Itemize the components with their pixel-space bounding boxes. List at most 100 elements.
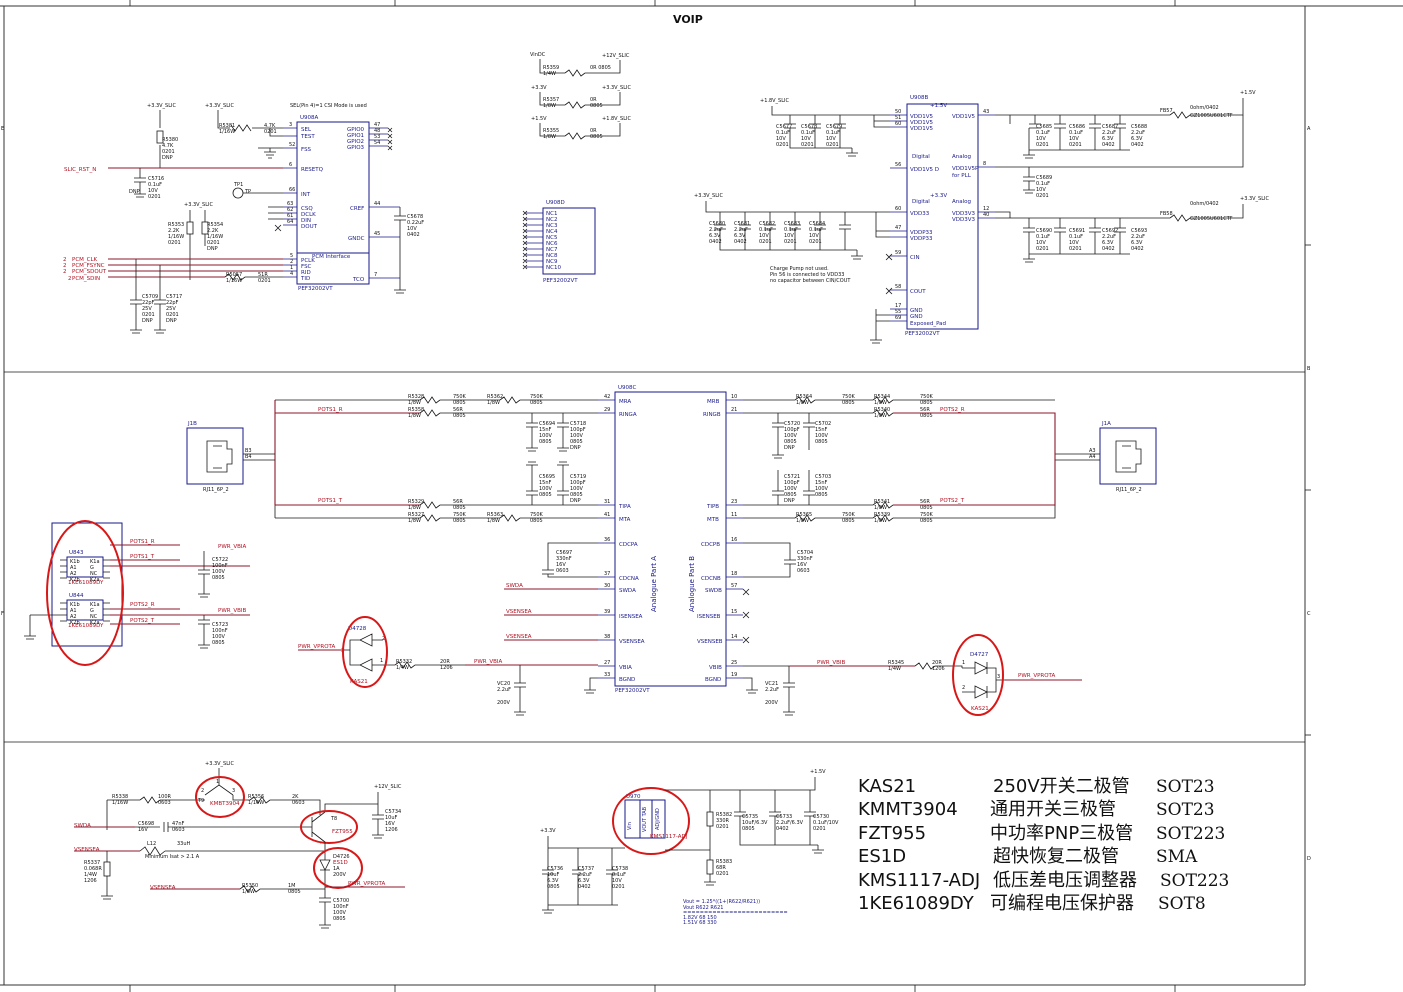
svg-text:10: 10	[731, 394, 737, 400]
svg-text:+3.3V_SLIC: +3.3V_SLIC	[184, 202, 213, 208]
svg-text:25V: 25V	[166, 306, 176, 312]
svg-text:G: G	[90, 608, 94, 614]
svg-text:29: 29	[604, 407, 610, 413]
svg-text:ADJ/GND: ADJ/GND	[655, 808, 661, 830]
svg-text:15nF: 15nF	[815, 480, 828, 486]
svg-text:750K: 750K	[920, 512, 934, 518]
svg-text:C5688: C5688	[1131, 124, 1147, 130]
svg-text:E: E	[1, 126, 4, 132]
svg-text:17: 17	[895, 303, 901, 309]
kas21-right: D4727 KAS21 123 PWR_VPROTA R53451/4W20R1…	[743, 634, 1082, 716]
svg-text:0201: 0201	[1036, 193, 1049, 199]
svg-text:+1.5V: +1.5V	[930, 103, 947, 109]
highlight-circle-kas21-right	[952, 634, 1004, 716]
svg-text:+1.5V: +1.5V	[531, 116, 547, 122]
svg-text:ES1D: ES1D	[333, 860, 348, 866]
svg-text:1/4W: 1/4W	[84, 872, 97, 878]
u908a-pin-fsc: FSC	[301, 264, 312, 270]
svg-text:Minimum Isat > 2.1 A: Minimum Isat > 2.1 A	[145, 854, 200, 860]
svg-text:R5382: R5382	[716, 812, 732, 818]
svg-text:1206: 1206	[932, 666, 945, 672]
svg-text:R5332: R5332	[396, 659, 412, 665]
svg-text:0.1uF: 0.1uF	[1036, 181, 1050, 187]
svg-text:51: 51	[895, 115, 901, 121]
legend-desc-0: 250V开关二极管	[993, 776, 1130, 797]
svg-text:SWDA: SWDA	[506, 583, 523, 589]
svg-text:POTS2_R: POTS2_R	[940, 407, 965, 413]
svg-text:6: 6	[289, 162, 292, 168]
svg-text:K2a: K2a	[90, 577, 100, 583]
svg-text:36: 36	[604, 537, 610, 543]
svg-text:48: 48	[374, 128, 380, 134]
svg-text:C5679: C5679	[826, 124, 842, 130]
svg-text:1A: 1A	[333, 866, 340, 872]
svg-text:0603: 0603	[172, 827, 185, 833]
svg-text:C5733: C5733	[776, 814, 792, 820]
svg-text:2.2uF: 2.2uF	[578, 872, 592, 878]
svg-text:1/8W: 1/8W	[796, 518, 809, 524]
svg-text:0201: 0201	[716, 871, 729, 877]
u908a-pin-dout: DOUT	[301, 224, 318, 230]
svg-text:DNP: DNP	[129, 189, 140, 195]
svg-text:62: 62	[287, 207, 293, 213]
svg-text:8: 8	[983, 161, 986, 167]
u908a-sel-note: SEL(Pin 4)=1 CSI Mode is used	[290, 103, 367, 109]
svg-text:Digital: Digital	[912, 154, 930, 160]
svg-text:CDCNB: CDCNB	[701, 576, 721, 582]
svg-text:2: 2	[962, 685, 965, 691]
svg-text:C5735: C5735	[742, 814, 758, 820]
svg-text:FB57: FB57	[1160, 108, 1173, 114]
svg-text:1.51V 68 330: 1.51V 68 330	[683, 920, 717, 926]
svg-text:R5357: R5357	[543, 97, 559, 103]
svg-text:0201: 0201	[142, 312, 155, 318]
svg-text:2: 2	[382, 636, 385, 642]
svg-text:ISENSEB: ISENSEB	[697, 614, 721, 620]
svg-text:VDD1V5: VDD1V5	[952, 114, 975, 120]
svg-text:20R: 20R	[932, 660, 942, 666]
svg-text:+12V_SLIC: +12V_SLIC	[602, 53, 630, 59]
svg-text:0805: 0805	[920, 413, 933, 419]
svg-text:C5736: C5736	[547, 866, 563, 872]
u908a-pin-gndc: GNDC	[348, 236, 365, 242]
svg-text:39: 39	[604, 609, 610, 615]
svg-text:10V: 10V	[612, 878, 622, 884]
svg-text:0805: 0805	[288, 889, 301, 895]
svg-text:0805: 0805	[742, 826, 755, 832]
svg-text:14: 14	[731, 634, 737, 640]
svg-text:PEF32002VT: PEF32002VT	[615, 688, 650, 694]
svg-text:C5730: C5730	[813, 814, 829, 820]
svg-text:BGND: BGND	[705, 677, 721, 683]
svg-text:VDDP33: VDDP33	[910, 230, 933, 236]
svg-text:2: 2	[63, 257, 67, 263]
sheet-title: VOIP	[673, 13, 703, 26]
svg-text:TP: TP	[244, 189, 251, 195]
svg-text:VDD3V3: VDD3V3	[952, 211, 975, 217]
svg-text:R5328: R5328	[408, 394, 424, 400]
svg-text:PWR_VPROTA: PWR_VPROTA	[348, 881, 385, 887]
svg-text:1/8W: 1/8W	[796, 400, 809, 406]
svg-text:2.2uF/6.3V: 2.2uF/6.3V	[776, 820, 804, 826]
svg-text:750K: 750K	[842, 394, 856, 400]
svg-text:CDCNA: CDCNA	[619, 576, 639, 582]
svg-text:VDD3V3: VDD3V3	[952, 217, 975, 223]
svg-text:+3.3V_SLIC: +3.3V_SLIC	[1240, 196, 1269, 202]
svg-text:0201: 0201	[801, 142, 814, 148]
svg-text:PEF32002VT: PEF32002VT	[905, 331, 940, 337]
svg-text:0.1uF: 0.1uF	[1036, 130, 1050, 136]
svg-text:0805: 0805	[590, 134, 603, 140]
svg-text:100V: 100V	[212, 569, 226, 575]
svg-text:0201: 0201	[162, 149, 175, 155]
svg-text:R5337: R5337	[84, 860, 100, 866]
svg-text:100V: 100V	[539, 486, 553, 492]
svg-text:38: 38	[604, 634, 610, 640]
svg-text:PWR_VBIB: PWR_VBIB	[817, 660, 845, 666]
svg-text:TP1: TP1	[233, 182, 243, 188]
svg-text:POTS1_T: POTS1_T	[130, 554, 155, 560]
svg-text:C5695: C5695	[539, 474, 555, 480]
svg-text:0805: 0805	[539, 492, 552, 498]
svg-text:R5353: R5353	[168, 222, 184, 228]
svg-text:0R: 0R	[590, 128, 597, 134]
svg-text:+3.3V: +3.3V	[930, 193, 947, 199]
